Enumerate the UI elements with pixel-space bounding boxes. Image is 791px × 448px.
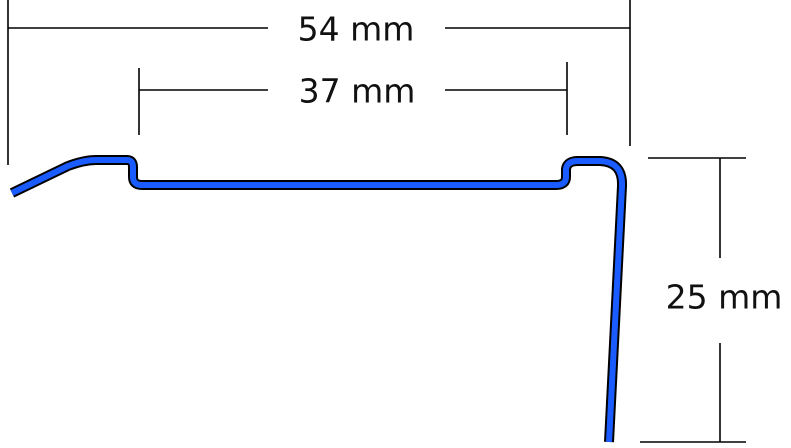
dimension-54mm: 54 mm — [7, 0, 631, 165]
dimension-25mm: 25 mm — [640, 157, 783, 443]
profile-outline — [9, 155, 628, 443]
dimension-label-width: 54 mm — [298, 10, 415, 49]
profile-fill — [10, 157, 626, 443]
dimension-label-inner-width: 37 mm — [299, 72, 416, 111]
dimension-label-height: 25 mm — [666, 278, 783, 317]
stair-nosing-profile — [9, 155, 628, 443]
dimension-37mm: 37 mm — [138, 62, 568, 135]
